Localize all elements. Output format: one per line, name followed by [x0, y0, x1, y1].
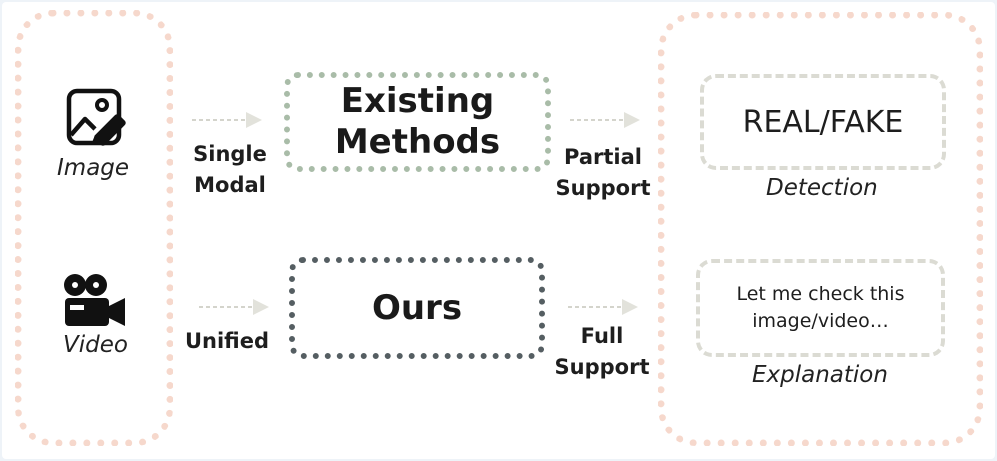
video-camera-icon — [59, 272, 129, 332]
arrow-right-icon — [199, 299, 269, 315]
single-modal-label: Single Modal — [187, 139, 273, 201]
full-support-label: Full Support — [547, 321, 657, 383]
existing-methods-box: Existing Methods — [284, 72, 551, 172]
existing-methods-line2: Methods — [334, 122, 501, 162]
output-tasks-group — [658, 12, 983, 446]
detection-label: Detection — [766, 175, 878, 201]
partial-support-line1: Partial — [564, 145, 642, 169]
unified-label: Unified — [184, 329, 270, 353]
arrow-right-icon — [570, 112, 640, 128]
existing-methods-line1: Existing — [340, 81, 495, 121]
image-edit-icon — [65, 87, 129, 151]
explanation-box: Let me check this image/video… — [696, 259, 945, 357]
image-label: Image — [57, 155, 130, 181]
partial-support-line2: Support — [555, 176, 651, 200]
ours-box: Ours — [289, 257, 545, 359]
single-modal-line1: Single — [193, 142, 267, 166]
partial-support-label: Partial Support — [551, 142, 655, 204]
single-modal-line2: Modal — [194, 173, 266, 197]
input-modalities-group — [15, 10, 173, 446]
full-support-line1: Full — [580, 324, 624, 348]
real-fake-box: REAL/FAKE — [700, 74, 946, 170]
real-fake-label: REAL/FAKE — [742, 104, 904, 140]
ours-label: Ours — [371, 288, 463, 328]
explanation-label: Explanation — [752, 362, 888, 388]
video-label: Video — [63, 332, 128, 358]
full-support-line2: Support — [554, 355, 650, 379]
explanation-text-line1: Let me check this — [736, 283, 905, 305]
arrow-right-icon — [568, 299, 638, 315]
arrow-right-icon — [192, 112, 262, 128]
explanation-text-line2: image/video… — [752, 310, 889, 332]
